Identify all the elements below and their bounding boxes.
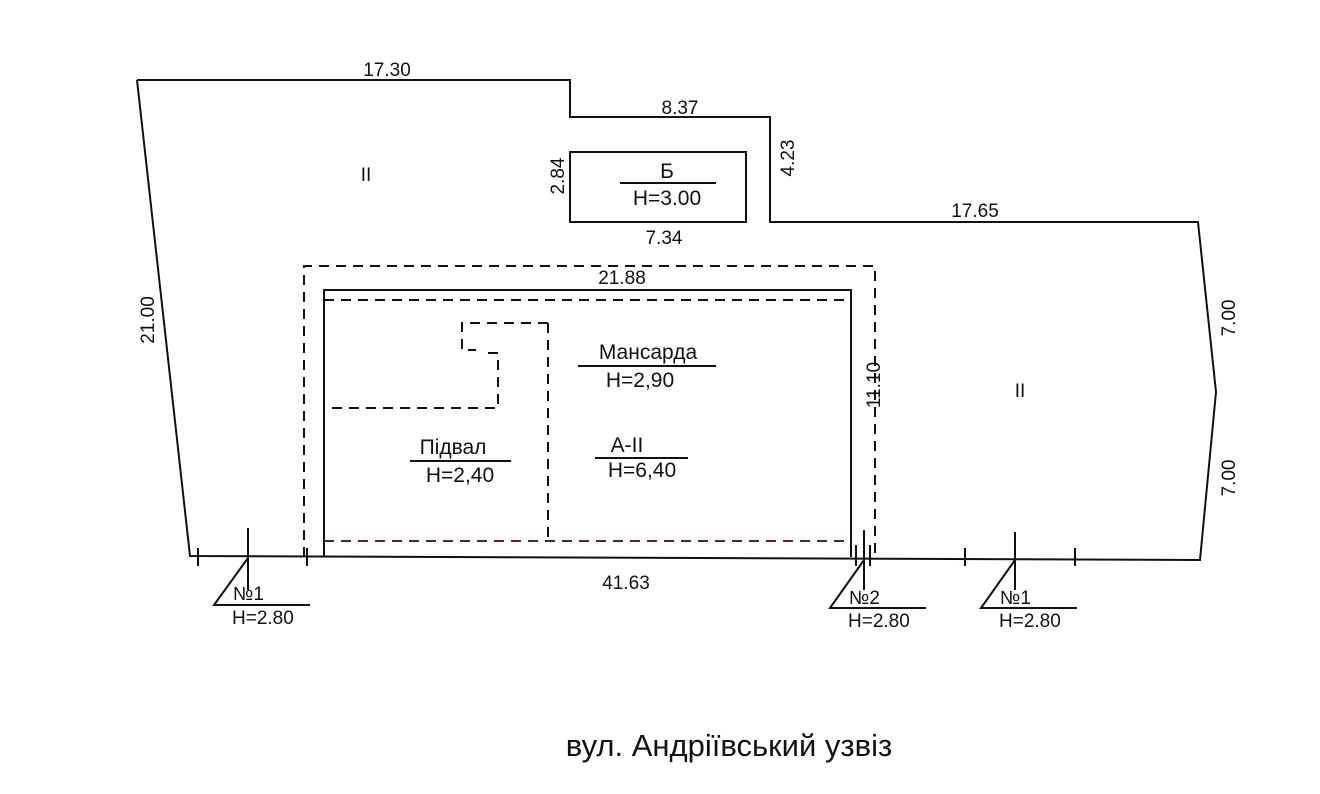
dim-step: 4.23 bbox=[778, 140, 799, 177]
shed-height: H=3.00 bbox=[633, 187, 701, 210]
dimension-ticks bbox=[197, 545, 1076, 566]
zone-right: II bbox=[1015, 381, 1026, 402]
marker-height: H=2.80 bbox=[848, 611, 910, 632]
stair-outline bbox=[461, 322, 548, 351]
dim-building-width: 21.88 bbox=[598, 268, 646, 289]
main-height: H=6,40 bbox=[608, 459, 676, 482]
dim-shed-width: 7.34 bbox=[646, 228, 683, 249]
zone-left: II bbox=[361, 165, 372, 186]
marker-height: H=2.80 bbox=[999, 611, 1061, 632]
dim-bottom: 41.63 bbox=[602, 573, 650, 594]
main-name: А-ІІ bbox=[611, 434, 644, 457]
basement-room-outline bbox=[324, 352, 499, 409]
street-name: вул. Андріївський узвіз bbox=[566, 728, 892, 763]
shed-outline bbox=[569, 151, 747, 223]
marker-label: №2 bbox=[849, 588, 880, 609]
marker-2: №2 H=2.80 bbox=[828, 530, 926, 632]
dim-top-left: 17.30 bbox=[363, 60, 411, 81]
basement-height: H=2,40 bbox=[426, 464, 494, 487]
marker-3: №1 H=2.80 bbox=[979, 532, 1077, 632]
plot-boundary bbox=[136, 79, 1218, 562]
marker-height: H=2.80 bbox=[232, 608, 294, 629]
dim-right-lower: 7.00 bbox=[1219, 460, 1240, 497]
dim-shed-depth: 2.84 bbox=[548, 157, 569, 194]
dim-right-upper: 7.00 bbox=[1219, 300, 1240, 337]
marker-label: №1 bbox=[233, 584, 264, 605]
marker-label: №1 bbox=[1000, 588, 1031, 609]
attic-height: H=2,90 bbox=[606, 369, 674, 392]
building-overhang-outline bbox=[303, 265, 876, 557]
dim-right-top: 17.65 bbox=[951, 201, 999, 222]
dim-top-mid: 8.37 bbox=[662, 98, 699, 119]
building-outline bbox=[323, 289, 852, 557]
attic-name: Мансарда bbox=[599, 341, 698, 364]
dim-left: 21.00 bbox=[138, 296, 159, 344]
marker-1: №1 H=2.80 bbox=[212, 528, 310, 629]
shed-name: Б bbox=[660, 160, 674, 183]
dim-building-depth: 11.10 bbox=[864, 362, 885, 408]
basement-name: Підвал bbox=[420, 436, 487, 459]
